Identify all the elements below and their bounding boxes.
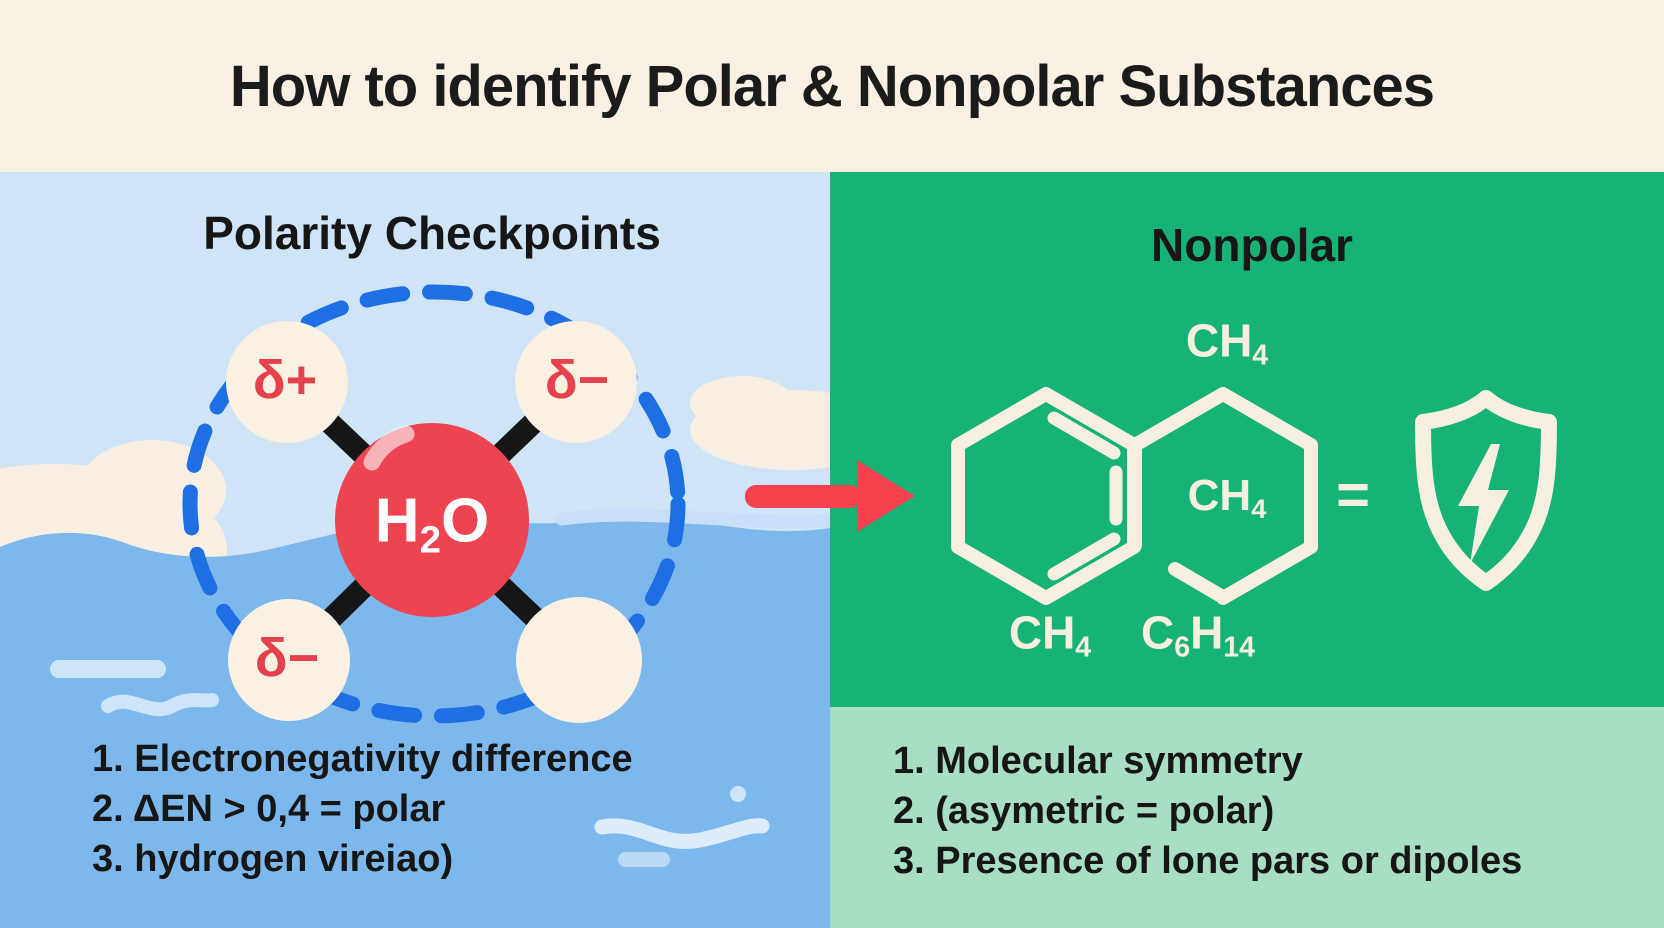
h2o-h: H (374, 486, 420, 556)
ch4-bottom-f: CH (1008, 606, 1076, 659)
nonpolar-checklist-band (830, 707, 1664, 928)
delta-minus-label-top: δ− (544, 350, 610, 410)
polar-panel-heading: Polarity Checkpoints (203, 207, 661, 259)
ch4-label-bottom: CH4 (1009, 606, 1091, 665)
h2o-formula: H2O (375, 486, 489, 563)
delta-minus-label-bottom: δ− (254, 628, 320, 688)
double-bond-marks (1047, 411, 1123, 581)
dashed-circle (182, 284, 686, 724)
h2o-sub: 2 (419, 518, 441, 562)
c6h14-c-sub: 6 (1174, 631, 1191, 664)
hexagon-right-edge-stub (1168, 562, 1228, 603)
delta-plus-label: δ+ (252, 350, 318, 410)
c6h14-h-sub: 14 (1223, 631, 1256, 664)
polar-checklist-item-2: 2. ΔEN > 0,4 = polar (92, 788, 446, 830)
ch4-center-f: CH (1187, 471, 1252, 521)
shield-icon (1415, 390, 1557, 591)
nonpolar-panel: Nonpolar CH4 CH4 CH4 C6H14 = 1. Molecula… (830, 172, 1664, 928)
nonpolar-checklist: 1. Molecular symmetry 2. (asymetric = po… (893, 736, 1522, 886)
hexagon-left (951, 387, 1141, 605)
hexagon-right (1128, 387, 1318, 605)
ch4-center-sub: 4 (1251, 492, 1267, 524)
header-banner: How to identify Polar & Nonpolar Substan… (0, 0, 1664, 172)
c6h14-label: C6H14 (1141, 606, 1255, 665)
nonpolar-panel-heading: Nonpolar (1151, 219, 1353, 271)
nonpolar-checklist-item-2: 2. (asymetric = polar) (893, 790, 1275, 832)
nonpolar-scene-graphic (951, 387, 1557, 605)
c6h14-h: H (1190, 606, 1224, 659)
molecule-shine (363, 425, 415, 471)
ch4-label-center: CH4 (1188, 471, 1267, 525)
h2o-molecule-circle (335, 423, 529, 617)
nonpolar-checklist-item-3: 3. Presence of lone pars or dipoles (893, 840, 1523, 882)
c6h14-c: C (1140, 606, 1175, 659)
page-title: How to identify Polar & Nonpolar Substan… (229, 53, 1435, 119)
right-arrow-icon (745, 460, 915, 532)
h2o-o: O (440, 486, 490, 556)
polar-checklist-item-1: 1. Electronegativity difference (92, 738, 633, 780)
ch4-top-sub: 4 (1252, 339, 1269, 372)
hydrogen-atom-circles (226, 321, 642, 723)
water-ripple-marks (50, 660, 770, 867)
polar-scene-graphic (0, 284, 830, 928)
polar-checklist: 1. Electronegativity difference 2. ΔEN >… (92, 734, 633, 884)
ch4-bottom-sub: 4 (1075, 631, 1092, 664)
lightning-bolt-icon (1458, 444, 1509, 564)
ch4-top-f: CH (1185, 314, 1253, 367)
polar-panel: Polarity Checkpoints H2O δ+ δ− δ− 1. Ele… (0, 172, 830, 928)
ch4-label-top: CH4 (1186, 314, 1268, 373)
nonpolar-checklist-item-1: 1. Molecular symmetry (893, 740, 1303, 782)
polar-checklist-item-3: 3. hydrogen vireiao) (92, 838, 454, 880)
equals-sign: = (1336, 462, 1370, 528)
